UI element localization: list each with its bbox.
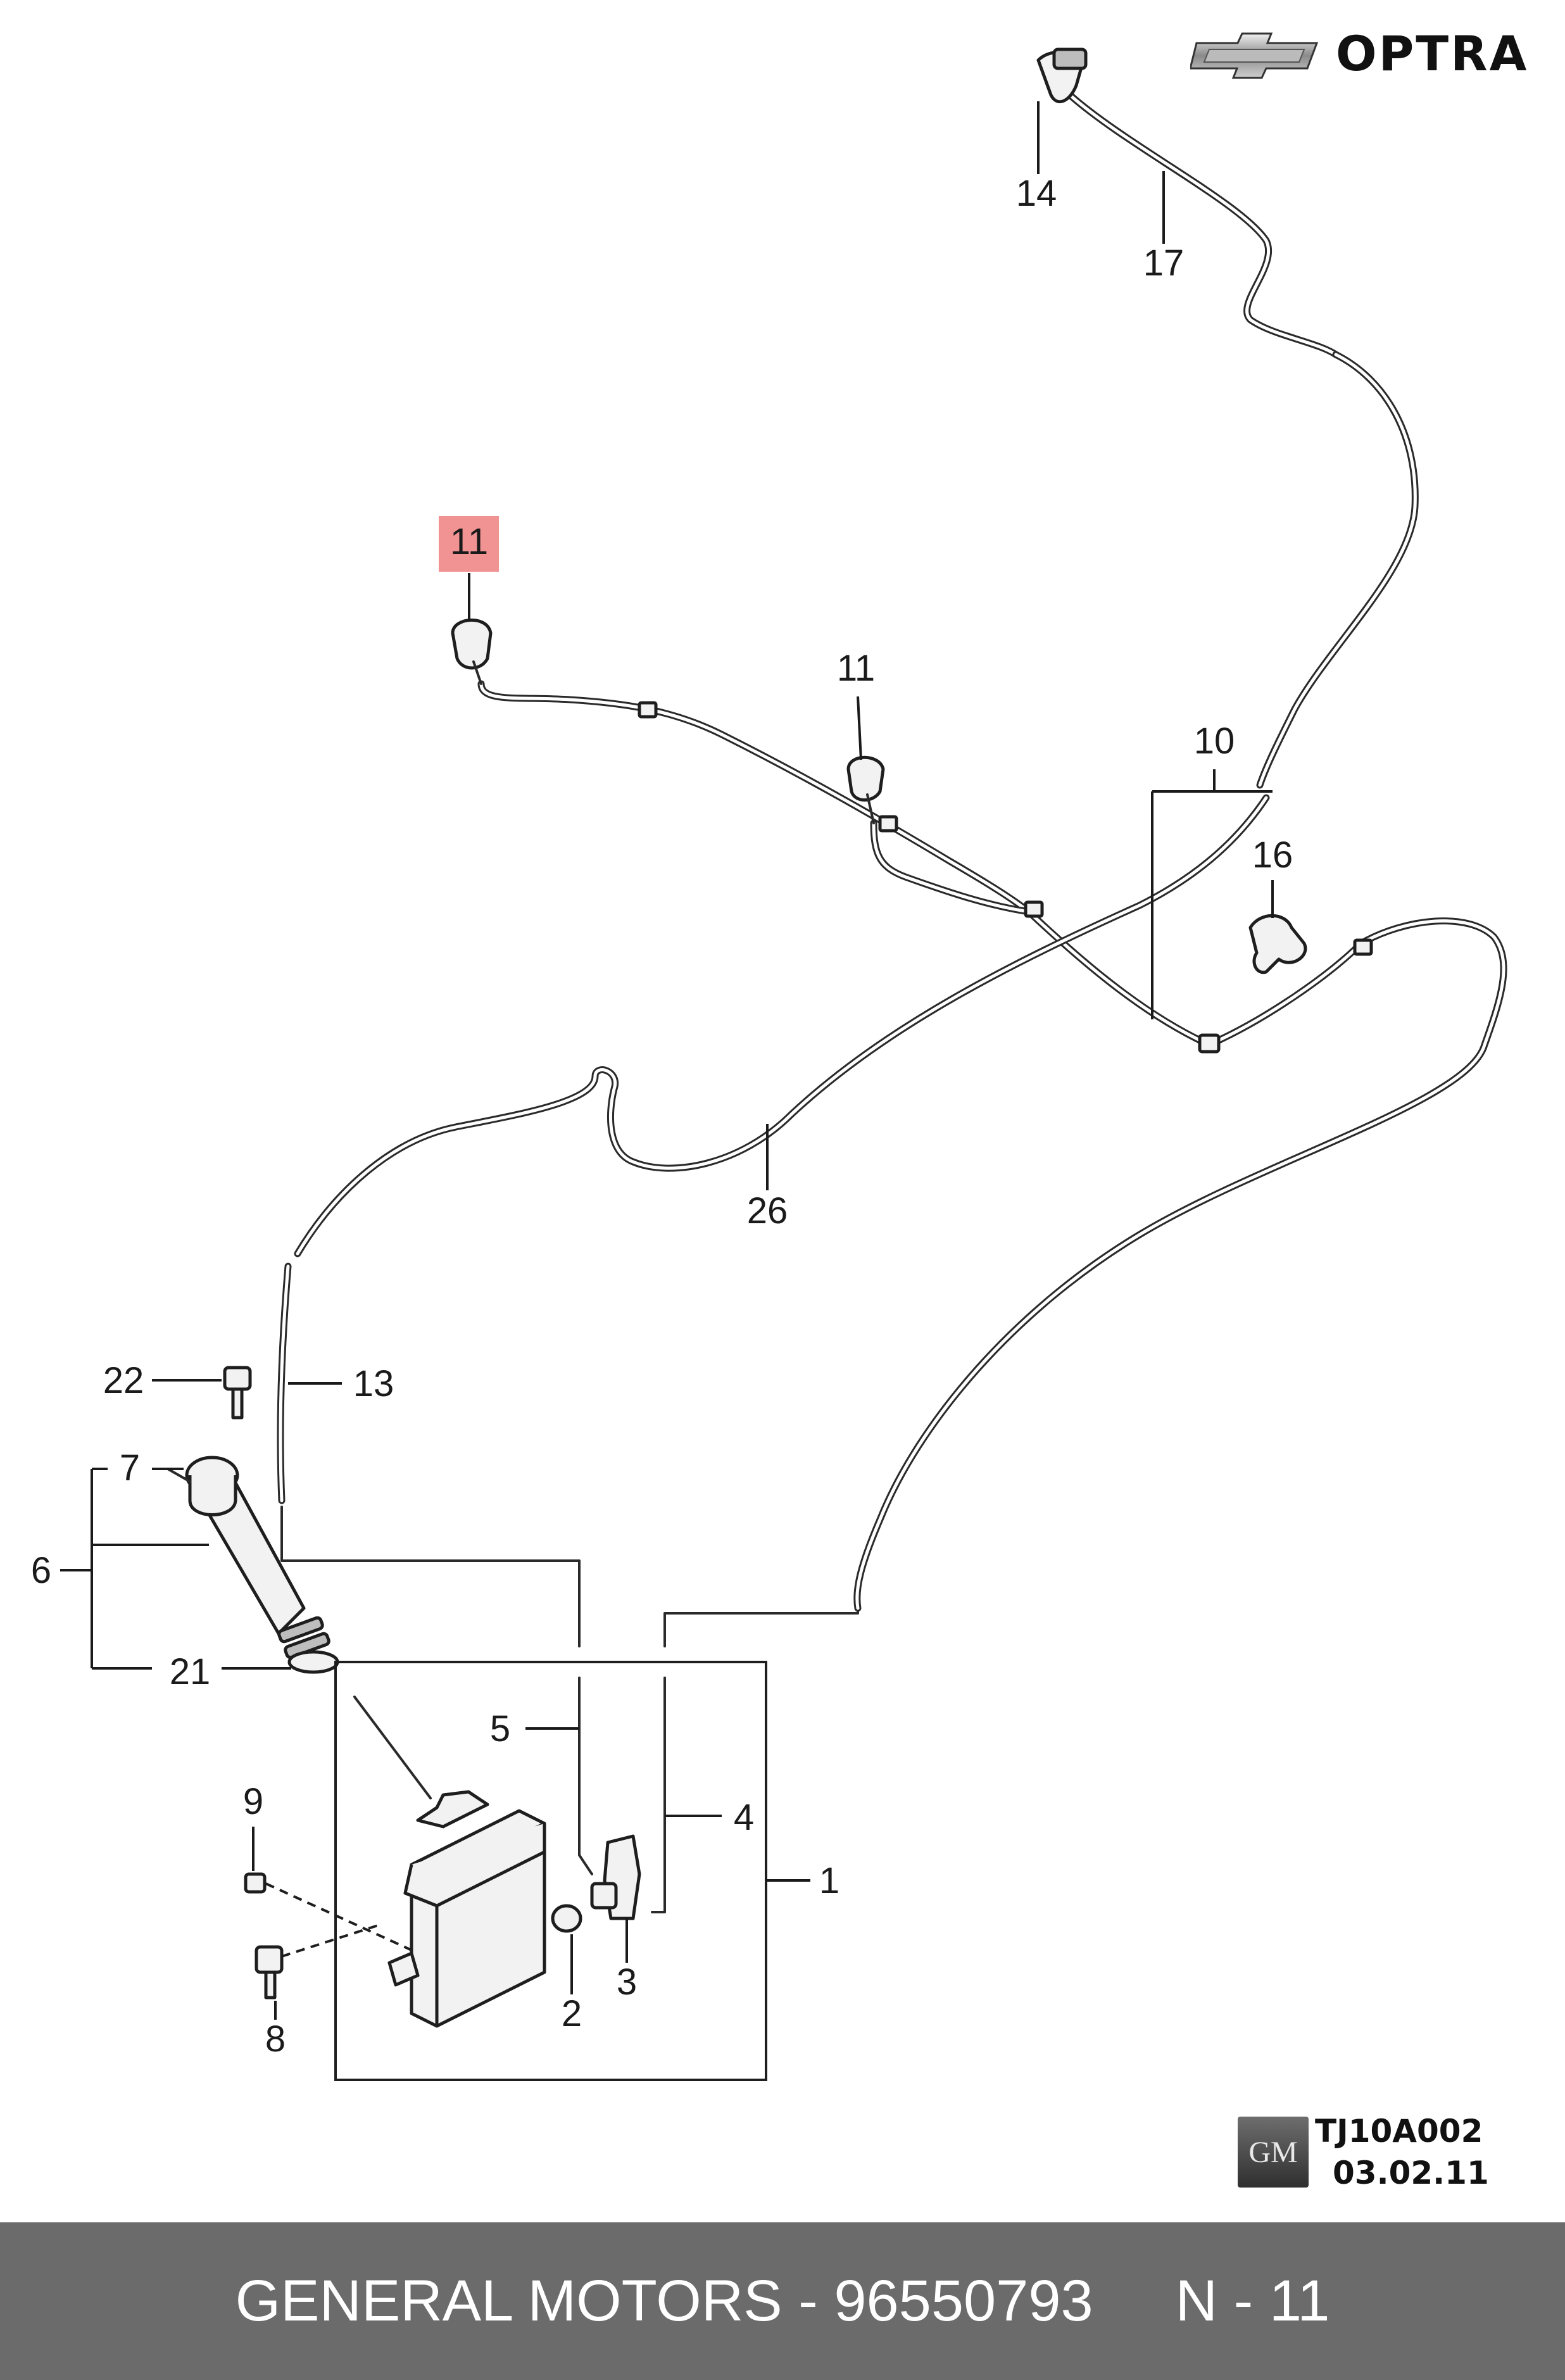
footer-bar: GENERAL MOTORS - 96550793 N - 11 — [0, 2222, 1565, 2380]
callout-group: 11 11 14 17 10 16 26 22 13 7 6 21 5 4 1 … — [31, 101, 1293, 2060]
washer-hose-13 — [277, 1262, 292, 1504]
callout-5: 5 — [490, 1708, 510, 1749]
callout-9: 9 — [243, 1781, 263, 1822]
callout-8: 8 — [265, 2018, 286, 2060]
callout-14: 14 — [1016, 173, 1057, 214]
callout-7: 7 — [120, 1447, 140, 1489]
filler-neck-assembly-6 — [167, 1456, 339, 1674]
diagram-date: 03.02.11 — [1333, 2155, 1489, 2191]
washer-hose-26 — [294, 794, 1270, 1257]
routing-line-right — [663, 1610, 859, 1647]
footer-part-number: GENERAL MOTORS - 96550793 — [235, 2269, 1093, 2333]
chevrolet-optra-brand: OPTRA — [1190, 25, 1545, 82]
washer-nozzle-11-left — [451, 618, 493, 685]
chevrolet-bowtie-icon — [1190, 32, 1319, 79]
washer-nozzle-11-right — [846, 755, 885, 824]
callout-13: 13 — [353, 1363, 394, 1404]
main-return-hose — [853, 917, 1507, 1612]
callout-17: 17 — [1143, 242, 1185, 284]
highlight-part-11 — [439, 516, 499, 572]
hose-clip-16 — [1248, 914, 1307, 974]
gm-logo-icon: GM — [1238, 2117, 1309, 2188]
hose-connector-14 — [1036, 47, 1088, 104]
washer-reservoir-assembly — [244, 1661, 767, 2081]
rear-washer-hose-17 — [1066, 91, 1419, 789]
model-name: OPTRA — [1336, 25, 1529, 82]
callout-1: 1 — [819, 1860, 839, 1901]
callout-3: 3 — [617, 1961, 637, 2003]
callout-4: 4 — [734, 1797, 754, 1838]
bolt-22 — [223, 1366, 252, 1420]
callout-2: 2 — [562, 1993, 582, 2034]
hose-clips — [638, 701, 1373, 1054]
callout-6: 6 — [31, 1550, 51, 1591]
callout-11: 11 — [837, 648, 875, 689]
washer-system-diagram: 11 11 14 17 10 16 26 22 13 7 6 21 5 4 1 … — [31, 47, 1507, 2081]
callout-11-highlighted: 11 — [450, 521, 488, 562]
routing-line-left — [280, 1506, 581, 1647]
callout-16: 16 — [1252, 834, 1293, 876]
reference-block: GM TJ10A002 03.02.11 — [1238, 2112, 1504, 2194]
callout-22: 22 — [103, 1360, 144, 1401]
front-nozzle-hose — [477, 680, 1213, 1048]
callout-10: 10 — [1194, 721, 1235, 762]
footer-page-ref: N - 11 — [1175, 2269, 1330, 2333]
callout-26: 26 — [747, 1190, 788, 1231]
diagram-code: TJ10A002 — [1315, 2113, 1483, 2150]
callout-21: 21 — [170, 1651, 211, 1692]
